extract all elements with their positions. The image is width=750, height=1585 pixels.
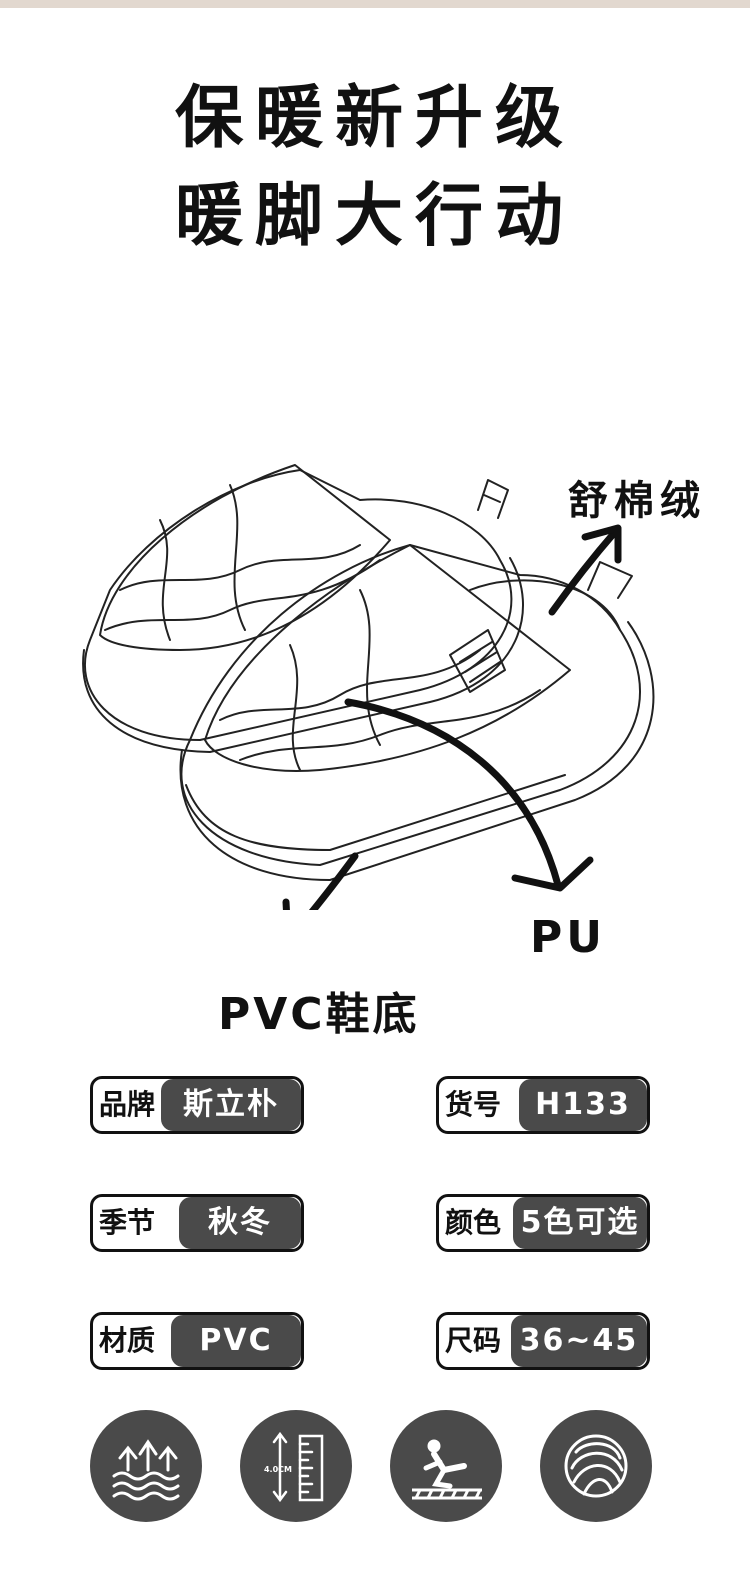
front-slipper-upper [204, 544, 571, 772]
callout-sole: PVC鞋底 [218, 989, 420, 1040]
sole-height-icon: 4.0CM [240, 1410, 352, 1522]
back-slipper-upper [99, 464, 391, 651]
spec-label: 颜色 [445, 1206, 502, 1239]
spec-label: 品牌 [99, 1088, 156, 1121]
soft-yarn-icon [540, 1410, 652, 1522]
arrow-to-sole [308, 852, 359, 910]
front-heel-tab [587, 561, 633, 599]
headline-line-1: 保暖新升级 [174, 79, 575, 158]
spec-value: 秋冬 [179, 1197, 301, 1249]
spec-value: H133 [519, 1079, 647, 1131]
slipper-illustration [82, 464, 655, 910]
headline-line-2: 暖脚大行动 [174, 177, 575, 256]
spec-material: 材质 PVC [90, 1312, 304, 1370]
anti-slip-icon [390, 1410, 502, 1522]
brand-tag [449, 629, 506, 693]
top-color-strip [0, 0, 750, 8]
back-slipper-sole [84, 469, 513, 741]
spec-value: 5色可选 [513, 1197, 647, 1249]
spec-value: 斯立朴 [161, 1079, 301, 1131]
callout-upper: PU [530, 912, 606, 963]
spec-label: 材质 [99, 1324, 156, 1357]
spec-size: 尺码 36~45 [436, 1312, 650, 1370]
warm-waves-icon [90, 1410, 202, 1522]
spec-label: 季节 [99, 1206, 156, 1239]
spec-color: 颜色 5色可选 [436, 1194, 650, 1252]
spec-label: 尺码 [445, 1324, 502, 1357]
spec-value: PVC [171, 1315, 301, 1367]
spec-season: 季节 秋冬 [90, 1194, 304, 1252]
spec-brand: 品牌 斯立朴 [90, 1076, 304, 1134]
spec-item-number: 货号 H133 [436, 1076, 650, 1134]
spec-label: 货号 [445, 1088, 502, 1121]
front-slipper-sole [180, 544, 641, 866]
arrow-to-upper [344, 698, 562, 889]
callout-lining: 舒棉绒 [568, 478, 706, 524]
arrow-to-lining [548, 528, 619, 616]
spec-value: 36~45 [511, 1315, 647, 1367]
sole-height-text: 4.0CM [264, 1465, 292, 1474]
